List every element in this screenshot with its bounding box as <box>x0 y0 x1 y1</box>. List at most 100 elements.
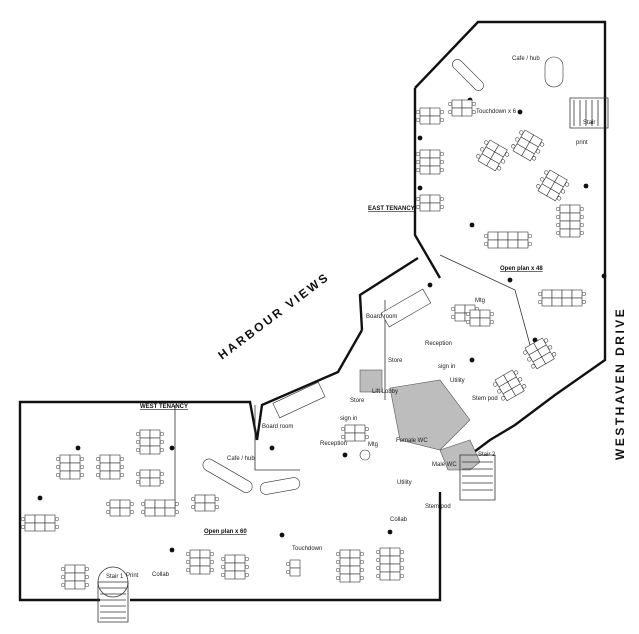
desk-cluster <box>536 169 570 202</box>
desk <box>189 565 201 575</box>
desk <box>139 445 151 455</box>
chair <box>515 137 520 142</box>
desk <box>204 494 216 504</box>
desk <box>419 115 431 125</box>
label-board-room-west: Board room <box>262 424 293 430</box>
desk <box>571 297 583 307</box>
chair <box>174 501 180 507</box>
desk-cluster <box>415 107 445 125</box>
desk <box>149 437 161 447</box>
chair <box>159 447 165 453</box>
label-utility-west: Utility <box>397 480 412 486</box>
desk <box>69 462 81 472</box>
chair <box>489 319 495 325</box>
chair <box>129 509 135 515</box>
chair <box>527 241 533 247</box>
desk-cluster <box>340 424 370 442</box>
chair <box>415 204 421 210</box>
desk <box>541 297 553 307</box>
chair <box>159 439 165 445</box>
chair <box>135 439 141 445</box>
desk <box>194 494 206 504</box>
label-touchdown-x6: Touchdown x 6 <box>476 109 517 115</box>
stair-3 <box>569 97 609 129</box>
desk <box>64 572 76 582</box>
chair <box>244 564 250 570</box>
chair <box>439 204 445 210</box>
desk <box>571 289 583 299</box>
label-reception-east: Reception <box>425 341 452 347</box>
chair <box>439 151 445 157</box>
chair <box>185 567 191 573</box>
label-stair-2: Stair 2 <box>478 452 496 458</box>
desk <box>139 437 151 447</box>
label-lift-lobby: Lift Lobby <box>372 389 398 395</box>
desk <box>224 554 236 564</box>
desk <box>354 432 366 442</box>
label-collab-mid: Collab <box>390 517 408 523</box>
chair <box>523 350 528 355</box>
desk <box>34 522 46 532</box>
desk <box>389 563 401 573</box>
desk <box>289 559 301 569</box>
desk <box>429 149 441 159</box>
desk-cluster <box>493 369 527 402</box>
desk <box>569 220 581 230</box>
desk <box>339 557 351 567</box>
chair <box>415 117 421 123</box>
desk <box>149 477 161 487</box>
desk <box>149 469 161 479</box>
desk <box>429 107 441 117</box>
desk <box>64 564 76 574</box>
chair <box>364 434 370 440</box>
desk <box>109 470 121 480</box>
label-female-wc: Female WC <box>396 438 428 444</box>
desk <box>164 507 176 517</box>
desk <box>74 564 86 574</box>
desk <box>154 507 166 517</box>
chair <box>565 182 570 187</box>
chair <box>375 557 381 563</box>
chair <box>375 573 381 579</box>
chair <box>135 479 141 485</box>
desk <box>99 462 111 472</box>
chair <box>359 575 365 581</box>
desk <box>339 549 351 559</box>
desk <box>339 565 351 575</box>
chair <box>476 154 481 159</box>
label-cafe-hub-west: Cafe / hub <box>227 456 255 462</box>
desk <box>507 239 519 249</box>
desk-cluster <box>135 429 165 455</box>
chair <box>84 566 90 572</box>
desk <box>139 469 151 479</box>
desk <box>349 549 361 559</box>
desk-cluster <box>476 139 510 172</box>
chair <box>95 464 101 470</box>
chair <box>140 501 146 507</box>
cafe-tables <box>202 56 564 495</box>
chair <box>359 551 365 557</box>
desk <box>59 462 71 472</box>
chair <box>447 109 453 115</box>
desk <box>429 165 441 175</box>
chair <box>439 109 445 115</box>
chair <box>557 196 562 201</box>
desk-cluster <box>95 454 125 480</box>
stair-2 <box>459 454 496 501</box>
chair <box>214 496 220 502</box>
chair <box>552 352 557 357</box>
desk <box>74 572 86 582</box>
desk <box>44 522 56 532</box>
chair <box>579 214 585 220</box>
desk <box>517 231 529 241</box>
desk <box>199 557 211 567</box>
chair <box>244 572 250 578</box>
chair <box>531 364 536 369</box>
chair <box>415 109 421 115</box>
chair <box>55 456 61 462</box>
label-male-wc: Male WC <box>432 462 457 468</box>
label-sign-in-west: sign in <box>340 416 357 422</box>
desk <box>199 549 211 559</box>
chair <box>209 559 215 565</box>
